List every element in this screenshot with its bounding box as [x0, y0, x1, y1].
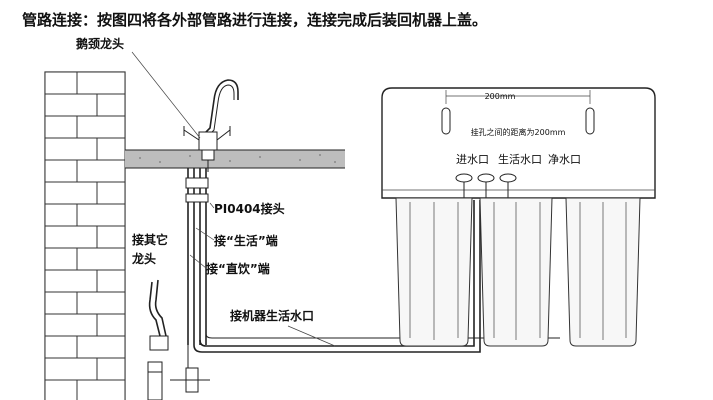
brick-wall	[44, 71, 126, 400]
label-gooseneck-faucet: 鹅颈龙头	[76, 36, 124, 51]
supply-lines	[185, 168, 560, 388]
countertop	[125, 149, 345, 169]
valve-fitting	[147, 361, 210, 400]
label-tap-water-port: 接“生活”端	[214, 233, 278, 248]
heading-text: 管路连接：按图四将各外部管路进行连接，连接完成后装回机器上盖。	[22, 11, 487, 29]
label-other-faucet-2: 龙头	[132, 251, 156, 266]
filter-unit: 200mm 挂孔之间的距离为200mm 进水口 生活水口 净水口	[381, 87, 656, 347]
port-inlet: 进水口	[456, 153, 489, 166]
hole-spacing-note: 挂孔之间的距离为200mm	[471, 127, 566, 137]
port-purified-water: 净水口	[548, 152, 581, 166]
dimension-200mm: 200mm	[485, 92, 516, 101]
label-direct-drink-port: 接“直饮”端	[206, 261, 270, 276]
label-other-faucet-1: 接其它	[132, 232, 168, 247]
label-machine-tap-water-port: 接机器生活水口	[230, 308, 314, 323]
gooseneck-faucet	[183, 79, 239, 172]
flexible-hose	[148, 279, 169, 351]
label-pi-fitting: PI0404接头	[214, 201, 285, 216]
port-tap-water: 生活水口	[498, 152, 542, 166]
